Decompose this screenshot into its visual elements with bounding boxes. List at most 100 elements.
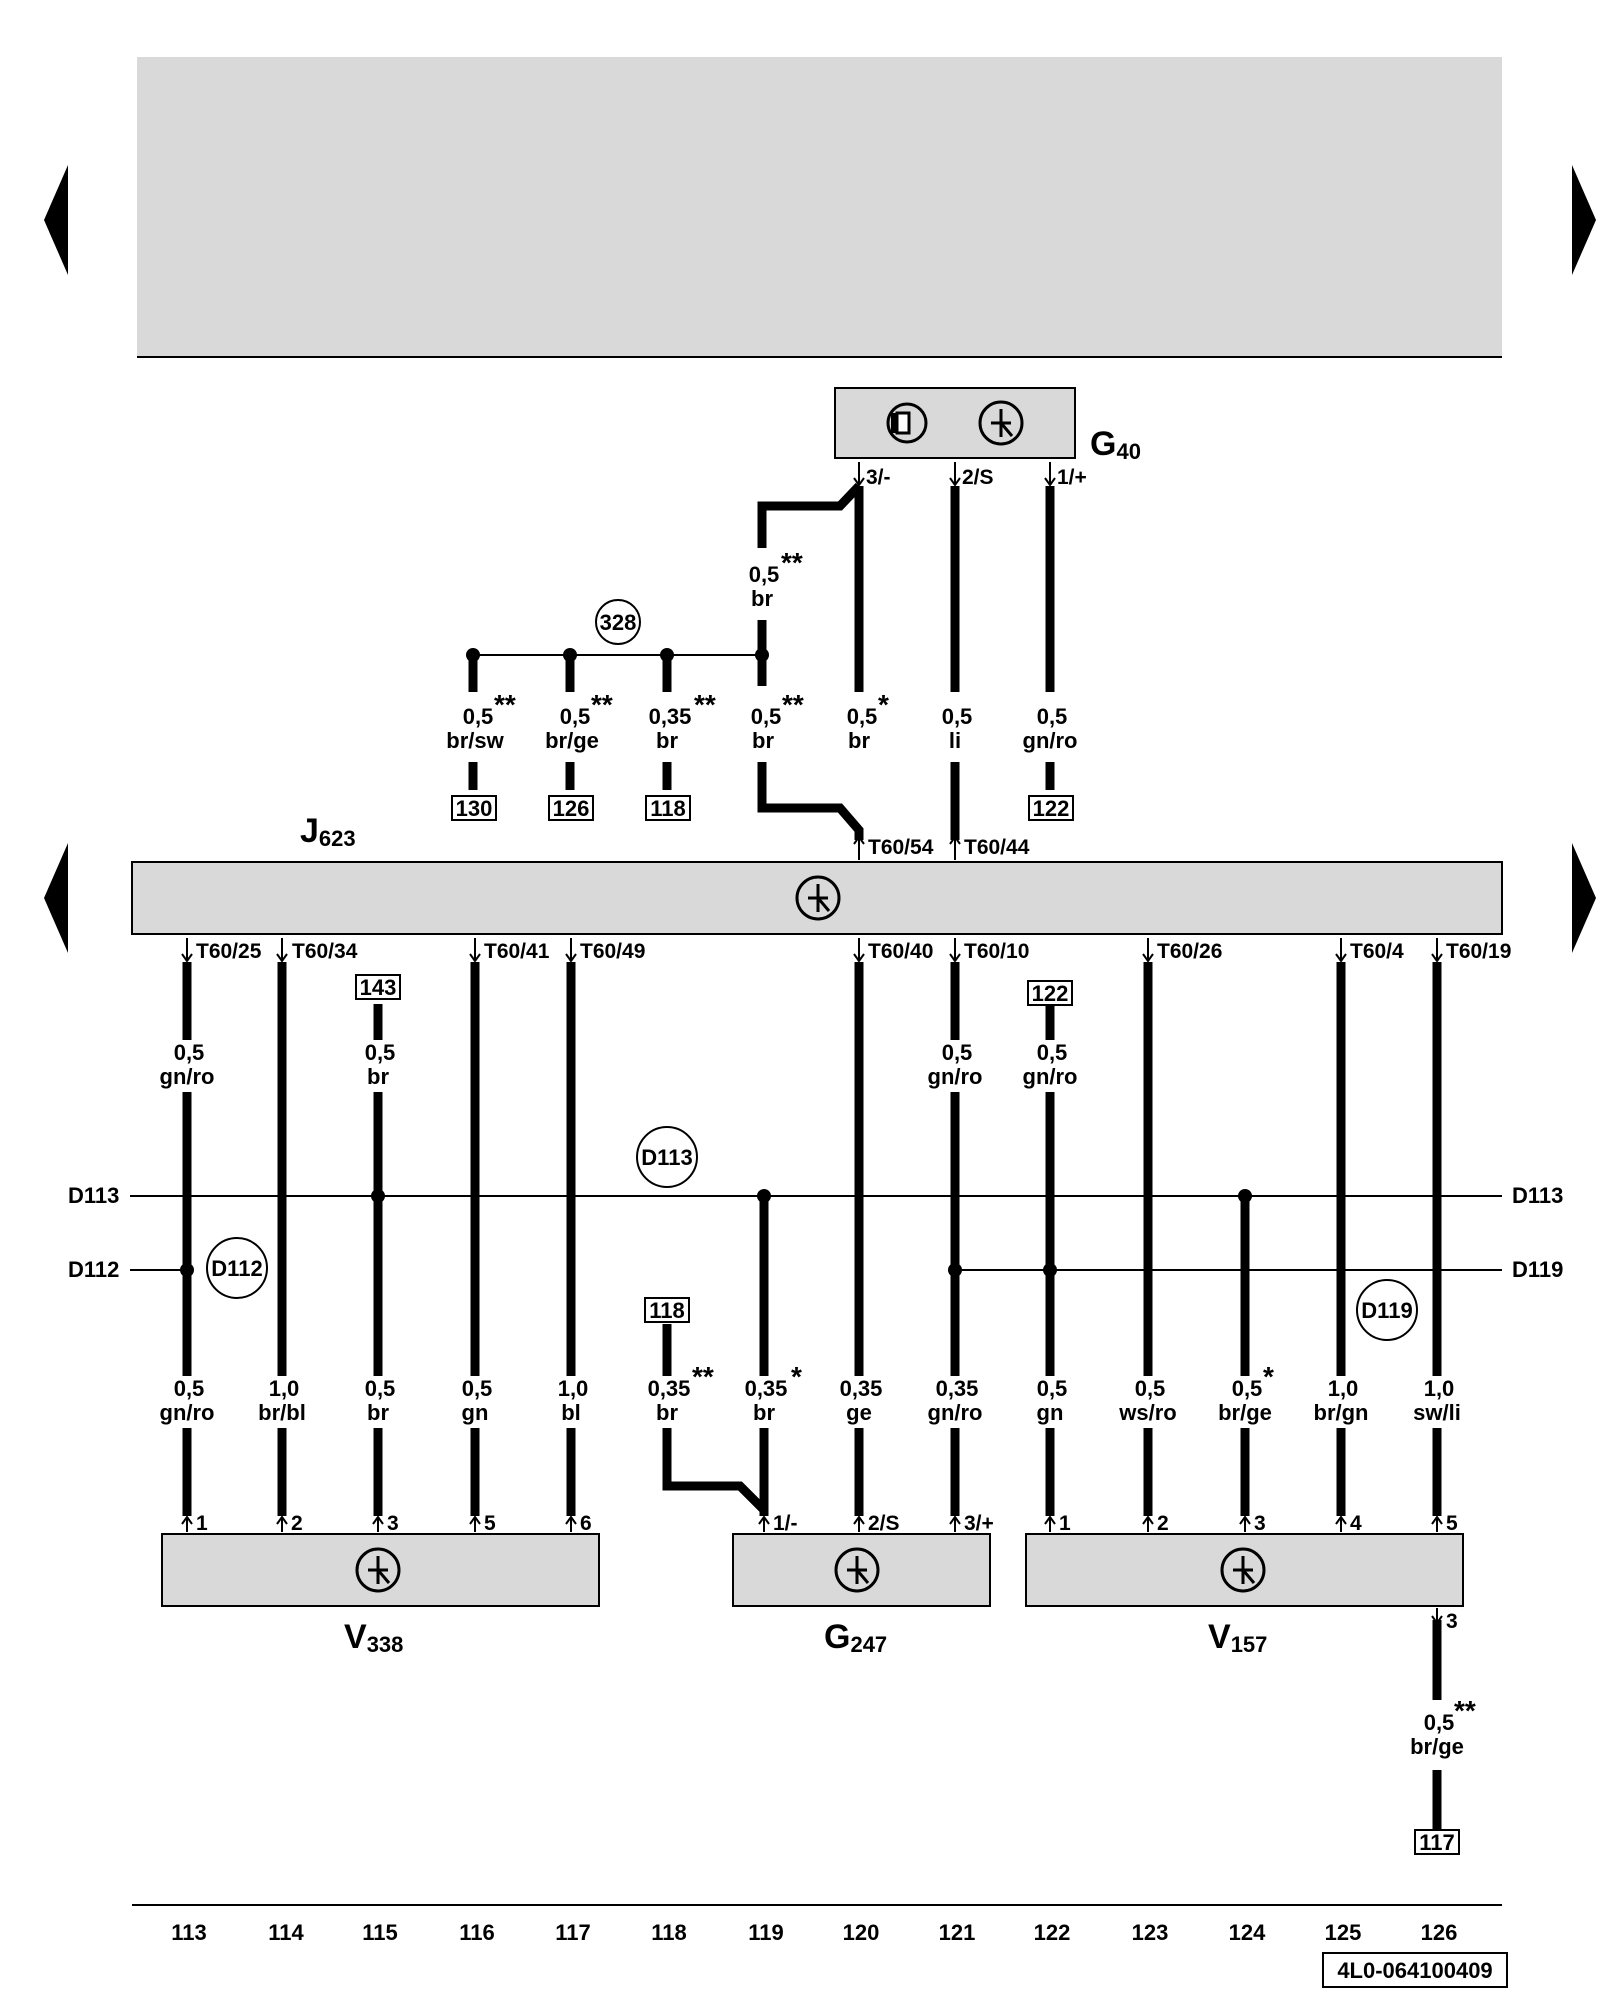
column-number: 126 — [1421, 1920, 1458, 1945]
wire-label-size: 1,0 — [269, 1376, 300, 1401]
column-number: 117 — [555, 1920, 591, 1945]
column-number: 120 — [843, 1920, 880, 1945]
wire-label-color: br/sw — [446, 728, 504, 753]
next-row-arrow[interactable] — [1572, 843, 1596, 953]
wire-label-star: ** — [494, 689, 516, 720]
g40-pin-3: 3/- — [866, 466, 891, 489]
wire-label-size: 0,5 — [174, 1040, 205, 1065]
wire-label-color: sw/li — [1413, 1400, 1461, 1425]
bottom-wire-label-bg — [158, 1376, 1471, 1428]
connector-117: 117 — [1419, 1830, 1455, 1855]
v157-label: V157 — [1208, 1618, 1267, 1657]
wire-label-size: 0,5 — [462, 1376, 493, 1401]
j623-pin-t60-34: T60/34 — [292, 940, 358, 963]
wire-label-size: 0,5 — [365, 1376, 396, 1401]
v157-pin-3: 3 — [1254, 1512, 1266, 1535]
v157-pin-4: 4 — [1350, 1512, 1362, 1535]
lower-wires — [182, 962, 1442, 1832]
wire-label-star: ** — [591, 689, 613, 720]
connector-130: 130 — [456, 796, 493, 821]
connector-box — [1414, 1829, 1460, 1855]
wire-label-color: bl — [561, 1400, 581, 1425]
splice-d112-label: D112 — [211, 1256, 262, 1281]
wire-label-size: 0,35 — [840, 1376, 883, 1401]
wire-label-color: gn/ro — [160, 1400, 215, 1425]
v338-label: V338 — [344, 1618, 403, 1657]
splice-328-circle — [595, 599, 641, 645]
wire-label-color: br — [367, 1064, 389, 1089]
wire-label-color: br — [751, 586, 773, 611]
wire-label-color: gn/ro — [1023, 728, 1078, 753]
connector-122: 122 — [1033, 796, 1070, 821]
next-page-arrow[interactable] — [1572, 165, 1596, 275]
wire-label-star: ** — [781, 547, 803, 578]
g247-pin-3: 3/+ — [964, 1512, 994, 1535]
sensor-symbol-icon — [834, 1547, 880, 1593]
column-number: 121 — [939, 1920, 976, 1945]
sensor-symbol-icon — [1220, 1547, 1266, 1593]
column-number: 122 — [1034, 1920, 1071, 1945]
j623-pin-t60-19: T60/19 — [1446, 940, 1511, 963]
j623-top-pin-arrows — [853, 835, 961, 860]
wire-label-size: 1,0 — [558, 1376, 589, 1401]
g247-pin-1: 1/- — [773, 1512, 798, 1535]
wire-label-size: 0,35 — [649, 704, 692, 729]
wire-label-color: gn — [462, 1400, 489, 1425]
prev-row-arrow[interactable] — [44, 843, 68, 953]
g40-pin-2: 2/S — [962, 466, 994, 489]
wire-label-color: gn/ro — [928, 1064, 983, 1089]
v338-pin-2: 2 — [291, 1512, 303, 1535]
bus-label-d113-right: D113 — [1512, 1183, 1563, 1208]
sensor-symbol-icon — [355, 1547, 401, 1593]
g40-pin-arrows — [853, 462, 1056, 487]
wire-label-star: ** — [782, 689, 804, 720]
wire-label-star: * — [878, 689, 889, 720]
wire-label-color: br/ge — [1218, 1400, 1272, 1425]
wire-label-color: br — [753, 1400, 775, 1425]
splice-d112-circle — [206, 1237, 268, 1299]
sensor-symbol-icon — [978, 400, 1024, 446]
j623-pin-t60-44: T60/44 — [964, 836, 1030, 859]
mid-wire-label-bg — [160, 1040, 1083, 1092]
wire-label-color: gn — [1037, 1400, 1064, 1425]
wire-label-size: 0,5 — [1232, 1376, 1263, 1401]
column-number: 125 — [1325, 1920, 1362, 1945]
connector-118: 118 — [649, 1298, 685, 1323]
wire-label-color: gn/ro — [160, 1064, 215, 1089]
wire-label-color: br/bl — [258, 1400, 306, 1425]
g40-box — [834, 387, 1076, 459]
wire-label-size: 0,5 — [1424, 1710, 1455, 1735]
wire-label-color: br — [656, 1400, 678, 1425]
j623-pin-t60-41: T60/41 — [484, 940, 550, 963]
column-number: 114 — [268, 1920, 304, 1945]
splice-d119-circle — [1356, 1279, 1418, 1341]
v157-pin-2: 2 — [1157, 1512, 1169, 1535]
wire-label-size: 0,5 — [1037, 1376, 1068, 1401]
j623-label: J623 — [300, 812, 356, 851]
bus-label-d119-right: D119 — [1512, 1257, 1563, 1282]
header-panel — [137, 57, 1502, 357]
v338-pin-5: 5 — [484, 1512, 496, 1535]
wire-label-size: 0,5 — [1037, 704, 1068, 729]
wire-label-size: 0,5 — [749, 562, 780, 587]
g40-label: G40 — [1090, 425, 1141, 464]
j623-pin-t60-26: T60/26 — [1157, 940, 1222, 963]
wire-label-color: gn/ro — [1023, 1064, 1078, 1089]
j623-pin-t60-54: T60/54 — [868, 836, 934, 859]
wire-label-color: br — [848, 728, 870, 753]
wire-label-size: 0,5 — [751, 704, 782, 729]
splice-d113-circle — [636, 1126, 698, 1188]
splice-328-label: 328 — [600, 610, 637, 635]
component-pin-arrows — [181, 1515, 1443, 1625]
wire-label-size: 0,5 — [365, 1040, 396, 1065]
wire-label-size: 0,5 — [1135, 1376, 1166, 1401]
wire-label-star: ** — [1454, 1695, 1476, 1726]
j623-bottom-pin-arrows — [181, 938, 1443, 963]
mid-connector-boxes — [355, 974, 1073, 1323]
wire-g40-pin3-left — [757, 482, 863, 548]
column-number: 123 — [1132, 1920, 1169, 1945]
connector-118: 118 — [650, 796, 686, 821]
prev-page-arrow[interactable] — [44, 165, 68, 275]
connector-126: 126 — [553, 796, 590, 821]
wire-label-color: br/ge — [1410, 1734, 1464, 1759]
